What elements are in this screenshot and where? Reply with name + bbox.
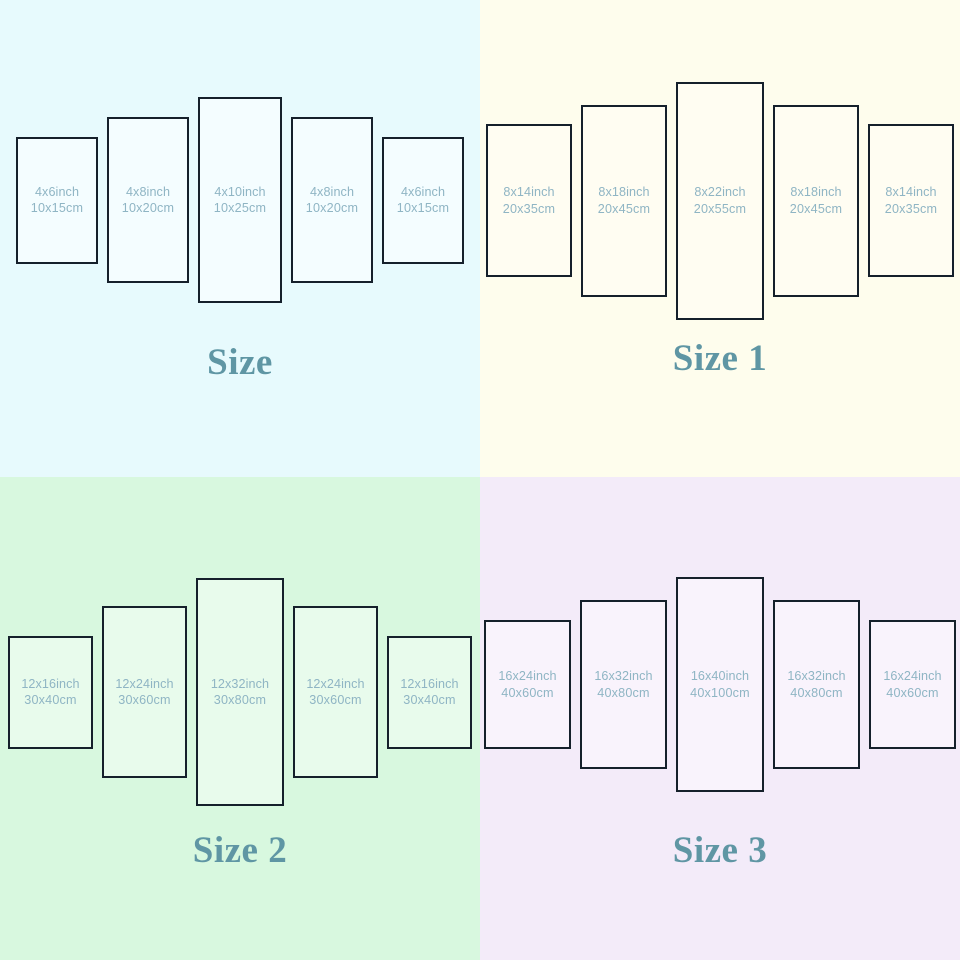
panel-size-cm: 40x80cm xyxy=(597,685,650,700)
panel-size-cm: 30x60cm xyxy=(309,693,362,707)
panel-size-cm: 10x20cm xyxy=(305,201,359,215)
panel-size-cm: 30x40cm xyxy=(24,693,77,707)
panel-size-inch: 8x18inch xyxy=(790,185,842,200)
quadrant-size-2[interactable]: 12x16inch 30x40cm 12x24inch 30x60cm 12x32inc… xyxy=(0,477,480,960)
canvas-panel[interactable]: 4x6inch 10x15cm xyxy=(16,136,98,264)
panel-size-inch: 12x24inch xyxy=(115,676,174,691)
panel-size-inch: 12x16inch xyxy=(21,676,80,691)
quadrant-size[interactable]: 4x6inch 10x15cm 4x8inch 10x20cm 4x10inch 10x2… xyxy=(0,0,480,477)
panel-size-cm: 20x45cm xyxy=(789,201,843,216)
panel-size-inch: 8x18inch xyxy=(598,185,650,200)
panel-size-inch: 8x14inch xyxy=(885,185,937,200)
size-title-size-1: Size 1 xyxy=(672,338,768,379)
panel-cluster-size-2: 12x16inch 30x40cm 12x24inch 30x60cm 12x32inc… xyxy=(0,572,480,812)
canvas-panel[interactable]: 4x10inch 10x25cm xyxy=(198,97,282,303)
panel-cluster-size: 4x6inch 10x15cm 4x8inch 10x20cm 4x10inch 10x2… xyxy=(0,90,480,310)
panel-size-inch: 4x8inch xyxy=(309,184,355,199)
panel-size-cm: 40x100cm xyxy=(690,685,750,700)
size-title-size-3: Size 3 xyxy=(672,830,768,871)
panel-size-cm: 20x35cm xyxy=(502,201,556,216)
panel-size-cm: 20x35cm xyxy=(884,201,938,216)
canvas-panel[interactable]: 12x16inch 30x40cm xyxy=(387,635,472,749)
panel-size-inch: 12x24inch xyxy=(306,676,365,691)
panel-size-inch: 8x22inch xyxy=(694,185,746,200)
panel-size-cm: 20x55cm xyxy=(693,201,747,216)
canvas-panel[interactable]: 12x32inch 30x80cm xyxy=(196,578,284,806)
panel-size-cm: 40x60cm xyxy=(886,685,939,700)
panel-size-inch: 16x32inch xyxy=(787,669,846,684)
panel-size-cm: 10x20cm xyxy=(121,201,175,215)
panel-size-inch: 16x24inch xyxy=(883,669,942,684)
panel-size-inch: 8x14inch xyxy=(503,185,555,200)
panel-size-inch: 12x16inch xyxy=(400,676,459,691)
panel-size-inch: 12x32inch xyxy=(210,676,270,691)
panel-size-cm: 40x80cm xyxy=(790,685,843,700)
canvas-panel[interactable]: 4x8inch 10x20cm xyxy=(107,117,189,283)
panel-size-cm: 40x60cm xyxy=(501,685,554,700)
panel-size-cm: 30x80cm xyxy=(213,693,267,707)
size-title-size-2: Size 2 xyxy=(192,830,288,871)
panel-size-inch: 16x24inch xyxy=(498,669,557,684)
panel-size-inch: 16x40inch xyxy=(690,669,750,684)
panel-size-cm: 10x25cm xyxy=(213,201,267,215)
panel-size-inch: 16x32inch xyxy=(594,669,653,684)
panel-size-inch: 4x6inch xyxy=(34,184,80,199)
panel-size-cm: 20x45cm xyxy=(597,201,651,216)
panel-size-inch: 4x10inch xyxy=(214,184,266,199)
panel-size-cm: 30x60cm xyxy=(118,693,171,707)
panel-size-cm: 30x40cm xyxy=(403,693,456,707)
panel-size-cm: 10x15cm xyxy=(30,201,84,215)
panel-size-cm: 10x15cm xyxy=(396,201,450,215)
canvas-panel[interactable]: 12x24inch 30x60cm xyxy=(102,606,187,778)
panel-size-inch: 4x8inch xyxy=(125,184,171,199)
canvas-panel[interactable]: 4x8inch 10x20cm xyxy=(291,117,373,283)
panel-size-inch: 4x6inch xyxy=(400,184,446,199)
canvas-panel[interactable]: 12x24inch 30x60cm xyxy=(293,606,378,778)
canvas-panel[interactable]: 12x16inch 30x40cm xyxy=(8,635,93,749)
size-title-size: Size xyxy=(207,342,273,383)
canvas-panel[interactable]: 4x6inch 10x15cm xyxy=(382,136,464,264)
